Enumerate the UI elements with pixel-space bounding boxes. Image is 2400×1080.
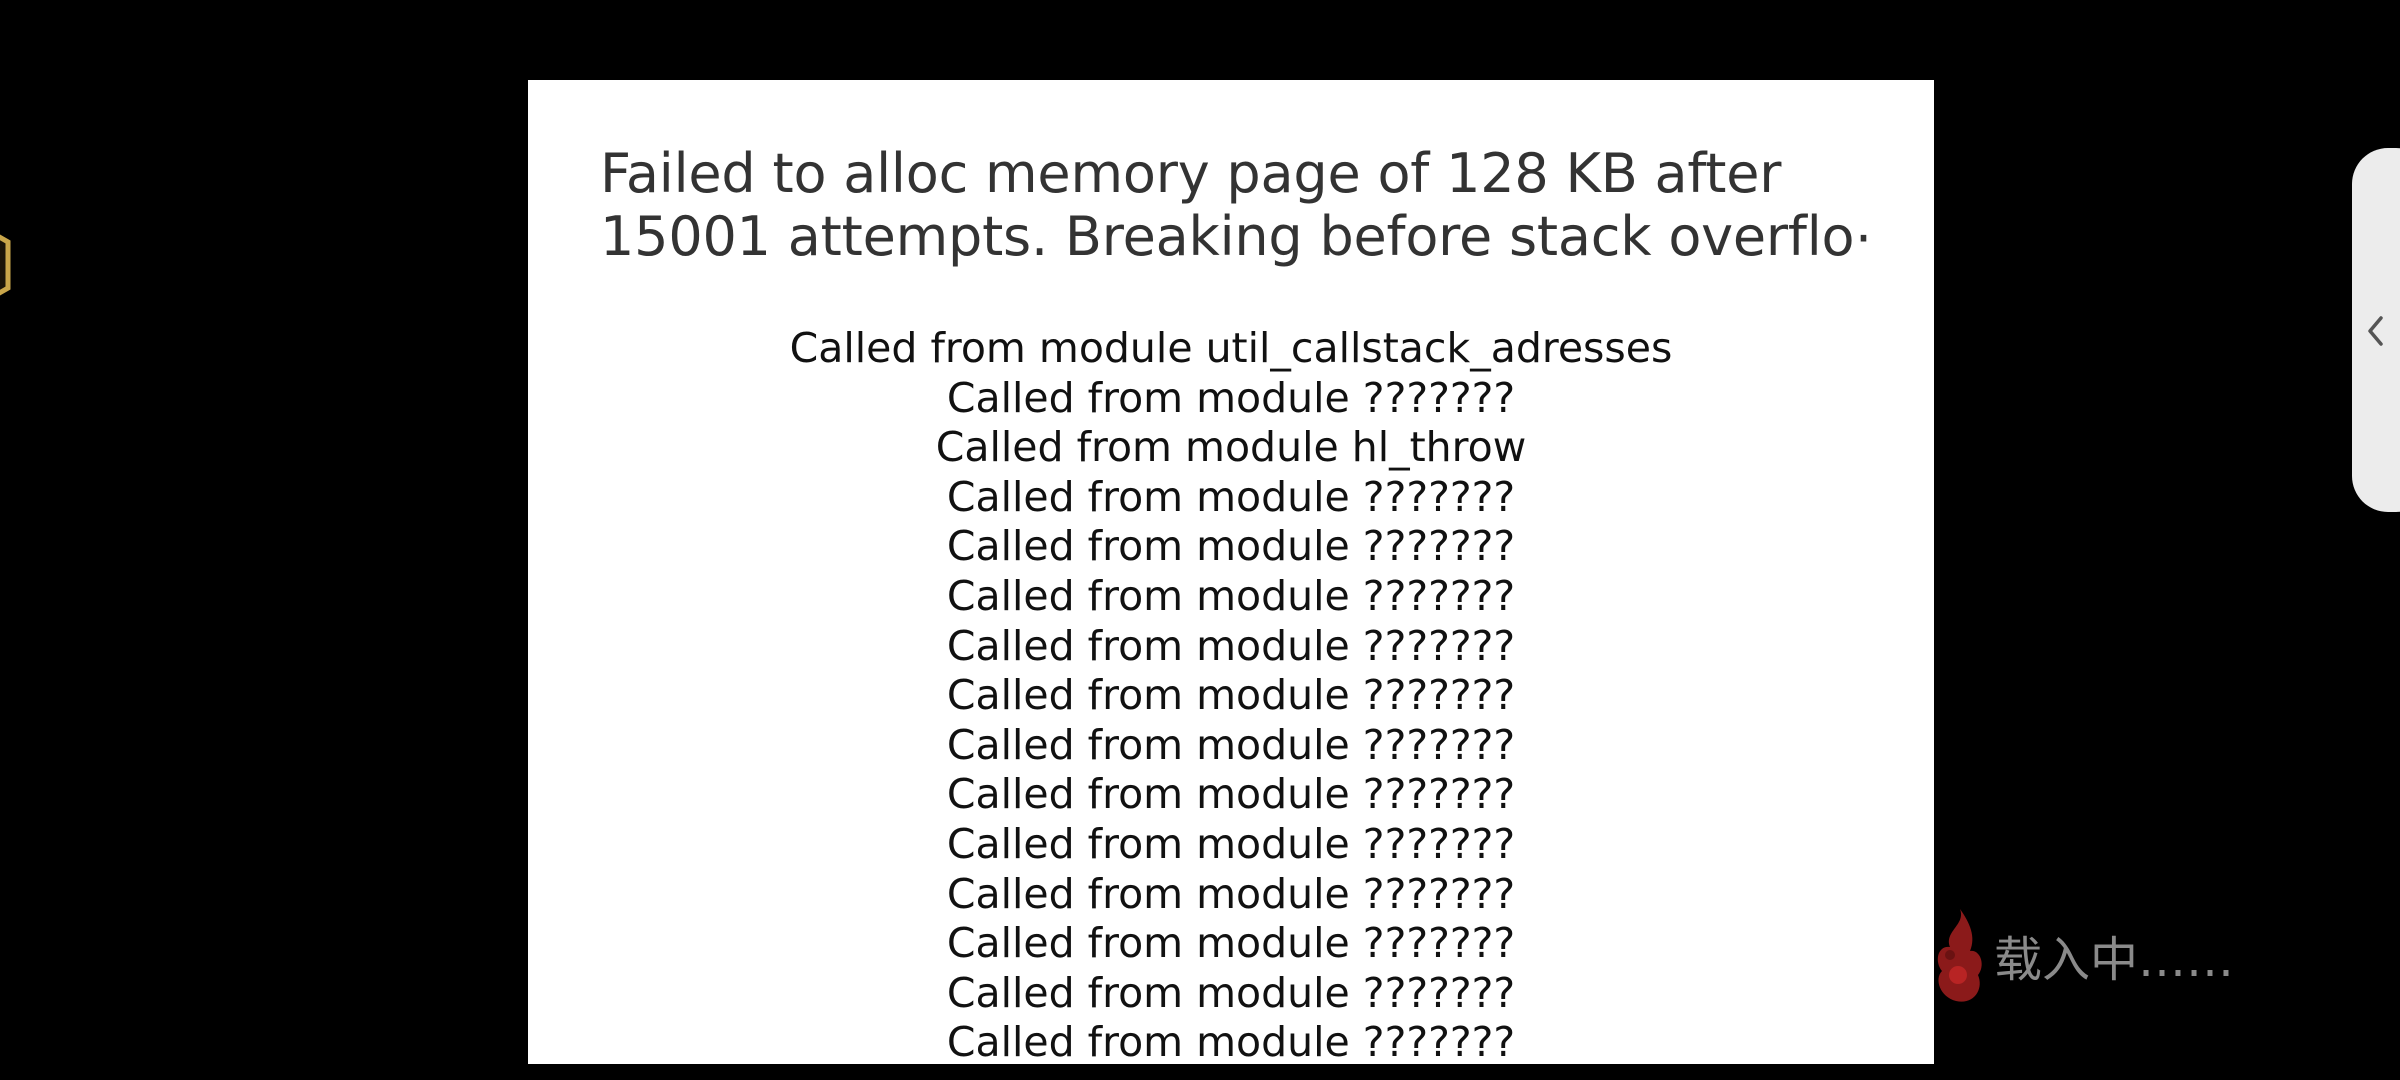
stack-trace-line: Called from module ??????? [946,1018,1516,1064]
stack-trace-line: Called from module ??????? [946,770,1516,819]
chevron-left-icon [2368,316,2383,346]
stack-trace-line: Called from module ??????? [946,373,1516,422]
stack-trace-line: Called from module ??????? [946,869,1516,918]
error-message-line-2: 15001 attempts. Breaking before stack ov… [600,205,1870,268]
flame-loading-icon [1937,909,1982,1002]
stack-trace-line: Called from module ??????? [946,522,1516,571]
stack-trace-line: Called from module ??????? [946,968,1516,1017]
stack-trace-line: Called from module hl_throw [935,423,1527,472]
stack-trace: Called from module util_callstack_adress… [528,324,1934,1064]
stack-trace-line: Called from module ??????? [946,671,1516,720]
stack-trace-line: Called from module util_callstack_adress… [789,324,1673,372]
stack-trace-line: Called from module ??????? [946,621,1516,670]
loading-text: 载入中…… [1994,932,2235,988]
error-message-line-1: Failed to alloc memory page of 128 KB af… [600,142,1782,205]
stack-trace-line: Called from module ??????? [946,571,1516,620]
hexagon-badge-icon [0,234,11,296]
stack-trace-line: Called from module ??????? [946,472,1516,521]
error-dialog: Failed to alloc memory page of 128 KB af… [528,80,1934,1064]
stack-trace-line: Called from module ??????? [946,919,1516,968]
stack-trace-line: Called from module ??????? [946,720,1516,769]
loading-indicator: 载入中…… [1930,905,2234,1005]
stack-trace-line: Called from module ??????? [946,819,1516,868]
error-message: Failed to alloc memory page of 128 KB af… [600,142,1870,268]
side-panel-tab[interactable] [2352,148,2400,512]
